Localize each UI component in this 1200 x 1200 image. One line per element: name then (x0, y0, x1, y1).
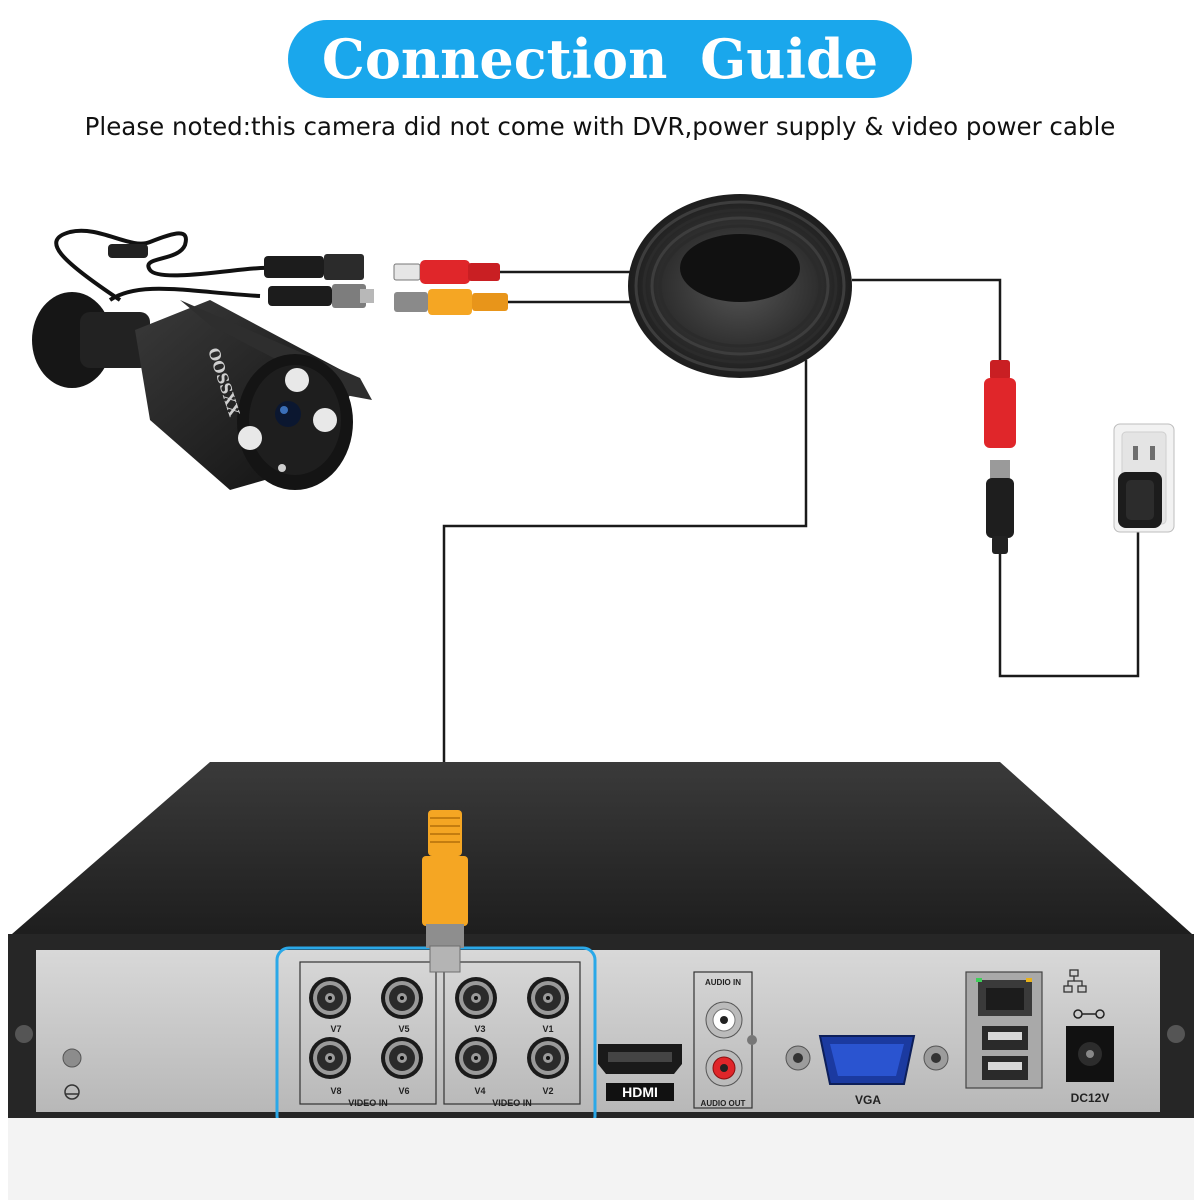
dc12v-label: DC12V (1071, 1091, 1110, 1105)
bnc-port-v8[interactable] (309, 1037, 351, 1079)
network-icon (1063, 969, 1087, 993)
video-in-label-2: VIDEO IN (492, 1098, 532, 1108)
page-title: Connection Guide (321, 27, 879, 91)
usb-port-1[interactable] (982, 1026, 1028, 1050)
channel-label-v8: V8 (330, 1086, 341, 1096)
hdmi-port[interactable] (598, 1044, 682, 1074)
hdmi-label: HDMI (622, 1084, 658, 1100)
power-wire-to-adapter (852, 278, 1002, 360)
ground-icon (64, 1084, 80, 1100)
channel-label-v2: V2 (542, 1086, 553, 1096)
red-power-plug (420, 260, 470, 284)
usb-port-2[interactable] (982, 1056, 1028, 1080)
black-dc-male (986, 478, 1014, 538)
bnc-port-v6[interactable] (381, 1037, 423, 1079)
red-dc-female (984, 378, 1016, 448)
bnc-port-v1[interactable] (527, 977, 569, 1019)
bnc-coupler (394, 292, 428, 312)
cable-coil (628, 194, 852, 378)
bullet-camera: OOSSXX (32, 228, 374, 490)
bnc-port-v7[interactable] (309, 977, 351, 1019)
title-banner: Connection Guide (288, 20, 912, 98)
ir-led-top (285, 368, 309, 392)
audio-out-port[interactable] (705, 1049, 743, 1087)
bnc-port-v5[interactable] (381, 977, 423, 1019)
bnc-port-v3[interactable] (455, 977, 497, 1019)
wall-outlet (1113, 423, 1175, 533)
hdmi-badge (606, 1083, 674, 1101)
cable-clip (108, 244, 148, 258)
adapter-cord (998, 532, 1140, 678)
dc-polarity-icon (1073, 1009, 1105, 1019)
notice-text: Please noted:this camera did not come wi… (84, 112, 1116, 141)
video-wire-to-dvr (442, 360, 808, 812)
vga-label: VGA (855, 1093, 881, 1107)
audio-in-label: AUDIO IN (705, 978, 741, 987)
video-in-label-1: VIDEO IN (348, 1098, 388, 1108)
audio-in-port[interactable] (705, 1001, 743, 1039)
inserted-bnc-plug (422, 810, 468, 973)
channel-label-v1: V1 (542, 1024, 553, 1034)
camera-cable (54, 228, 269, 302)
channel-label-v4: V4 (474, 1086, 485, 1096)
channel-label-v5: V5 (398, 1024, 409, 1034)
bnc-port-v4[interactable] (455, 1037, 497, 1079)
dc-jack-female (264, 256, 324, 278)
dc-male-tip (990, 460, 1010, 480)
channel-label-v6: V6 (398, 1086, 409, 1096)
audio-out-label: AUDIO OUT (701, 1099, 746, 1108)
ir-led-right (313, 408, 337, 432)
cable-end-connectors (393, 260, 508, 315)
dc-power-jack[interactable] (1066, 1026, 1114, 1082)
ethernet-port[interactable] (976, 978, 1032, 1016)
bnc-port-v2[interactable] (527, 1037, 569, 1079)
dvr-reflection (8, 1118, 1194, 1200)
dvr-recorder: V7 V5 V3 V1 V8 V6 V4 V2 VIDEO IN VIDEO I… (8, 762, 1194, 1130)
vga-port[interactable] (785, 1035, 949, 1085)
channel-label-v3: V3 (474, 1024, 485, 1034)
camera-lens (275, 401, 301, 427)
ir-led-left (238, 426, 262, 450)
power-adapter-connectors (984, 360, 1016, 554)
channel-label-v7: V7 (330, 1024, 341, 1034)
dvr-top (12, 762, 1192, 934)
yellow-bnc-plug (428, 289, 472, 315)
wiring (442, 270, 1140, 812)
bnc-male-plug (268, 286, 332, 306)
